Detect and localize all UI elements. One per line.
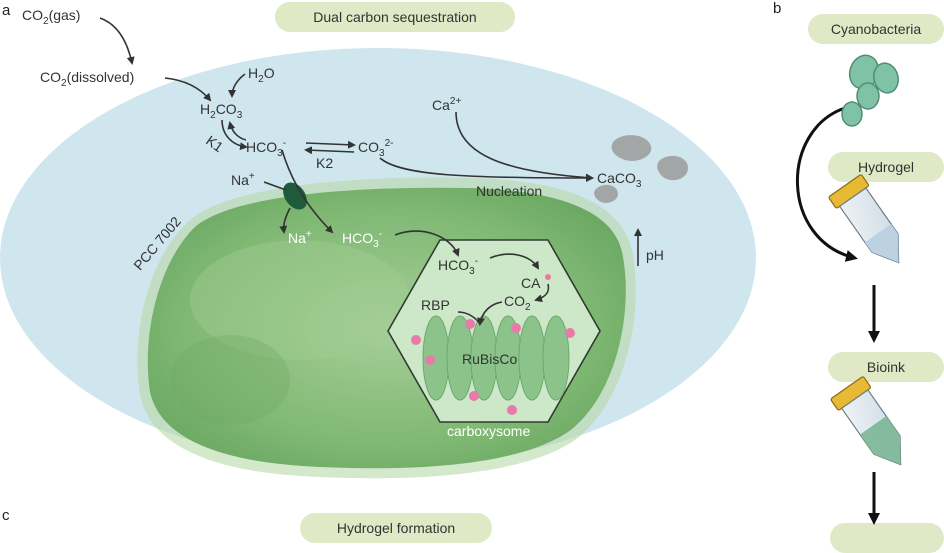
label-co2-gas: CO2(gas) (22, 7, 80, 27)
label-ph: pH (646, 247, 664, 263)
arrow-ca-to-co2 (534, 283, 550, 303)
label-co2-carboxysome: CO2 (504, 293, 531, 313)
diagram-canvas: CO2(gas) CO2(dissolved) H2O H2CO3 K1 HCO… (0, 7, 902, 525)
arrow-co3-to-hco3 (304, 146, 355, 155)
label-rubisco: RuBisCo (462, 351, 517, 367)
step-hydrogel: Hydrogel (828, 152, 944, 182)
cyanobacteria-cluster-icon (841, 54, 899, 127)
arrow-na-out-to-transporter (263, 181, 287, 191)
arrow-hco3-through-transporter (281, 149, 334, 234)
panel-letter-b: b (773, 0, 782, 17)
title-dual-carbon: Dual carbon sequestration (275, 2, 515, 32)
label-na-in: Na+ (288, 229, 312, 246)
bioink-tube-icon (830, 376, 902, 466)
panel-letter-a: a (2, 2, 11, 19)
arrow-co3-to-caco3 (379, 157, 594, 182)
arrow-rbp-joins (457, 311, 481, 325)
arrow-na-into-cell (279, 207, 291, 234)
arrow-h2o-to-h2co3 (228, 73, 246, 98)
ca-enzyme-dots (411, 274, 575, 415)
arrow-co2-to-rbp (477, 301, 503, 326)
hydrogel-tube-icon (828, 174, 900, 264)
arrow-hco3-to-ca (489, 253, 540, 270)
label-carboxysome: carboxysome (447, 423, 530, 439)
label-rbp: RBP (421, 297, 450, 313)
label-hco3-in: HCO3- (342, 229, 382, 250)
arrow-ca-to-caco3 (455, 111, 594, 182)
arrow-h2co3-to-hco3 (221, 119, 248, 151)
label-k2: K2 (316, 155, 333, 171)
label-ca-enzyme: CA (521, 275, 541, 291)
step-bioink: Bioink (828, 352, 944, 382)
label-ca-ion: Ca2+ (432, 96, 461, 113)
label-h2o: H2O (248, 65, 275, 85)
label-nucleation: Nucleation (476, 183, 542, 199)
rubisco-stack (422, 315, 570, 401)
sodium-bicarbonate-transporter (283, 182, 307, 210)
label-hco3-carboxysome: HCO3- (438, 256, 478, 277)
caco3-precipitate (594, 135, 688, 203)
label-h2co3: H2CO3 (200, 101, 243, 121)
label-hco3: HCO3- (246, 138, 286, 159)
label-caco3: CaCO3 (597, 170, 642, 190)
arrow-dissolved-to-h2co3 (164, 77, 212, 102)
arrow-hco3-into-carboxysome (394, 230, 460, 257)
label-na-out: Na+ (231, 171, 255, 188)
arrow-cyano-to-tube (796, 106, 858, 262)
panel-letter-c: c (2, 507, 10, 524)
arrow-hco3-to-co3 (305, 140, 356, 149)
arrow-hco3-to-h2co3 (227, 121, 247, 141)
label-co2-dissolved: CO2(dissolved) (40, 69, 134, 89)
arrow-gas-to-dissolved (99, 17, 135, 65)
step-cyanobacteria: Cyanobacteria (808, 14, 944, 44)
label-co3: CO32- (358, 138, 393, 159)
